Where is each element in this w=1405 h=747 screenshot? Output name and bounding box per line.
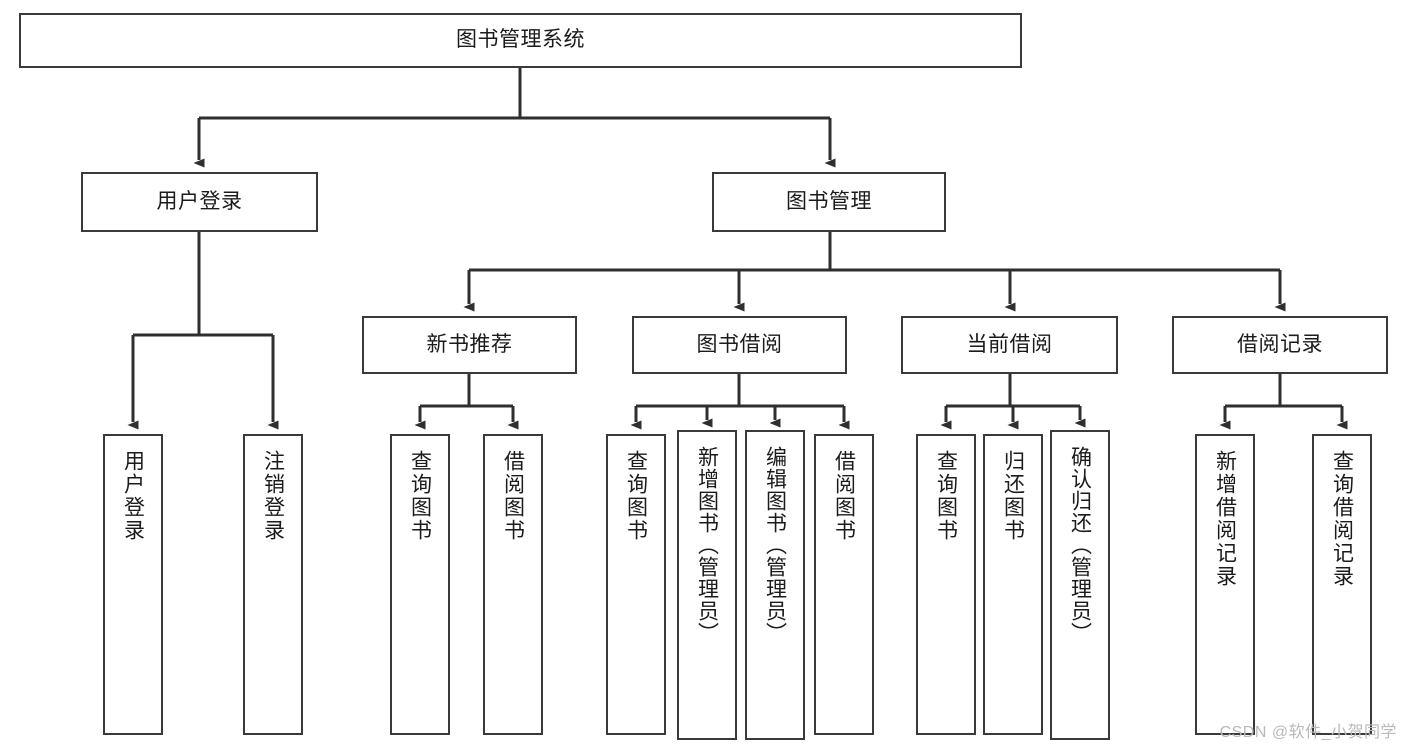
leaf-query-book-recommend[interactable]: 查询图书 xyxy=(390,434,450,735)
leaf-query-borrow-record-label: 查询借阅记录 xyxy=(1330,450,1354,588)
leaf-borrow-book-recommend-label: 借阅图书 xyxy=(501,450,525,542)
node-book-management-label: 图书管理 xyxy=(786,189,872,213)
leaf-logout-label: 注销登录 xyxy=(261,450,285,542)
node-user-login-label: 用户登录 xyxy=(156,189,243,213)
node-new-book-recommend[interactable]: 新书推荐 xyxy=(362,316,577,374)
leaf-add-book-admin-label: 新增图书（管理员） xyxy=(695,446,719,644)
node-current-borrow-label: 当前借阅 xyxy=(966,332,1053,356)
node-book-management[interactable]: 图书管理 xyxy=(712,172,946,232)
leaf-confirm-return-admin-label: 确认归还（管理员） xyxy=(1068,446,1092,644)
watermark: CSDN @软件_小贺同学 xyxy=(1219,724,1397,741)
node-book-borrow[interactable]: 图书借阅 xyxy=(632,316,847,374)
leaf-query-book-recommend-label: 查询图书 xyxy=(408,450,432,542)
leaf-add-borrow-record[interactable]: 新增借阅记录 xyxy=(1195,434,1255,735)
node-root-label: 图书管理系统 xyxy=(456,28,585,52)
leaf-query-book-borrow-label: 查询图书 xyxy=(624,450,648,542)
node-borrow-record[interactable]: 借阅记录 xyxy=(1172,316,1388,374)
leaf-logout[interactable]: 注销登录 xyxy=(243,434,303,735)
leaf-edit-book-admin-label: 编辑图书（管理员） xyxy=(763,446,787,644)
leaf-return-book[interactable]: 归还图书 xyxy=(983,434,1043,735)
leaf-user-login[interactable]: 用户登录 xyxy=(103,434,163,735)
node-book-borrow-label: 图书借阅 xyxy=(696,332,783,356)
leaf-confirm-return-admin[interactable]: 确认归还（管理员） xyxy=(1050,430,1110,740)
node-new-book-recommend-label: 新书推荐 xyxy=(426,332,513,356)
leaf-user-login-label: 用户登录 xyxy=(121,450,145,542)
leaf-query-borrow-record[interactable]: 查询借阅记录 xyxy=(1312,434,1372,735)
node-current-borrow[interactable]: 当前借阅 xyxy=(901,316,1118,374)
leaf-edit-book-admin[interactable]: 编辑图书（管理员） xyxy=(745,430,805,740)
leaf-query-book-current[interactable]: 查询图书 xyxy=(916,434,976,735)
node-borrow-record-label: 借阅记录 xyxy=(1237,332,1323,356)
leaf-borrow-book-label: 借阅图书 xyxy=(832,450,856,542)
leaf-add-borrow-record-label: 新增借阅记录 xyxy=(1213,450,1237,588)
leaf-add-book-admin[interactable]: 新增图书（管理员） xyxy=(677,430,737,740)
node-user-login[interactable]: 用户登录 xyxy=(81,172,318,232)
leaf-query-book-current-label: 查询图书 xyxy=(934,450,958,542)
leaf-return-book-label: 归还图书 xyxy=(1001,450,1025,542)
leaf-borrow-book[interactable]: 借阅图书 xyxy=(814,434,874,735)
leaf-borrow-book-recommend[interactable]: 借阅图书 xyxy=(483,434,543,735)
node-root[interactable]: 图书管理系统 xyxy=(19,13,1022,68)
leaf-query-book-borrow[interactable]: 查询图书 xyxy=(606,434,666,735)
